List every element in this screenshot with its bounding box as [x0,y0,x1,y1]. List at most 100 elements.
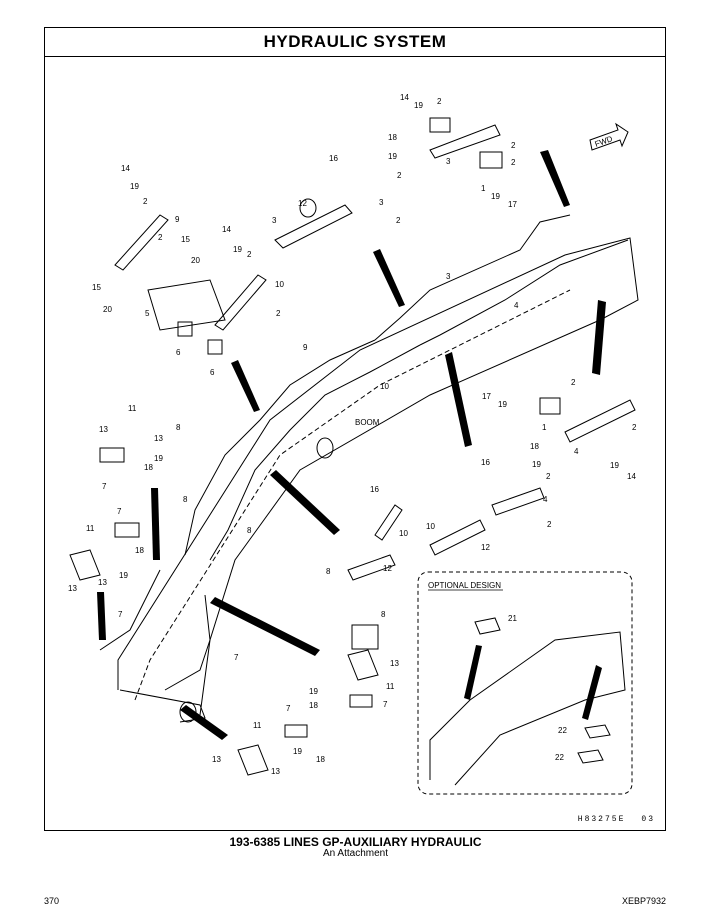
callout-13: 13 [154,434,163,443]
wedge-9 [97,592,106,640]
callout-2: 2 [158,233,163,242]
callout-8: 8 [326,567,331,576]
wedge-6 [270,470,340,535]
callout-18: 18 [135,546,144,555]
callout-2: 2 [437,97,442,106]
hose-left [99,569,161,651]
callout-7: 7 [383,700,388,709]
callout-3: 3 [272,216,277,225]
block-6a [177,321,193,337]
callout-22: 22 [558,726,567,735]
callout-11: 11 [128,404,137,413]
callout-14: 14 [627,472,636,481]
callout-18: 18 [530,442,539,451]
callout-13: 13 [99,425,108,434]
callout-19: 19 [119,571,128,580]
callout-3: 3 [446,157,451,166]
callout-8: 8 [381,610,386,619]
wedge-1 [540,150,570,207]
wedge-10 [180,705,228,740]
callout-19: 19 [293,747,302,756]
callout-18: 18 [309,701,318,710]
tube-10-center [374,504,403,541]
bracket-13-bottom [237,744,269,776]
title-bar: HYDRAULIC SYSTEM [45,28,665,57]
callout-13: 13 [212,755,221,764]
callout-16: 16 [329,154,338,163]
callout-19: 19 [491,192,500,201]
callout-13: 13 [271,767,280,776]
coupler-7-lower [349,694,373,708]
line-4 [419,239,629,346]
callout-21: 21 [508,614,517,623]
callout-7: 7 [234,653,239,662]
callout-2: 2 [396,216,401,225]
callout-7: 7 [117,507,122,516]
callout-17: 17 [482,392,491,401]
callout-8: 8 [247,526,252,535]
optional-design-inset: OPTIONAL DESIGN [417,571,633,795]
block-6b [207,339,223,355]
callout-13: 13 [98,578,107,587]
drawing-number: H83275E [577,815,626,824]
callout-11: 11 [253,721,262,730]
page-number: 370 [44,896,60,906]
callout-10: 10 [275,280,284,289]
callout-2: 2 [547,520,552,529]
optional-design-label: OPTIONAL DESIGN [428,581,501,590]
tube-10-lower [429,519,486,556]
callout-18: 18 [316,755,325,764]
callout-20: 20 [191,256,200,265]
callout-2: 2 [546,472,551,481]
callout-1: 1 [481,184,486,193]
document-code: XEBP7932 [621,896,666,906]
callout-4: 4 [514,301,519,310]
callout-3: 3 [379,198,384,207]
callout-8: 8 [183,495,188,504]
callout-2: 2 [632,423,637,432]
inset-clip-22a [584,724,611,739]
boom-label: BOOM [355,418,380,427]
bracket-13-left [69,549,101,581]
callout-9: 9 [303,343,308,352]
mount-plate-5 [147,279,226,331]
callout-11: 11 [86,524,95,533]
callout-19: 19 [610,461,619,470]
coupler-7-bottom [284,724,308,738]
callout-2: 2 [511,158,516,167]
callout-18: 18 [144,463,153,472]
fwd-arrow: FWD [589,122,629,151]
boom-foot-pin [179,701,197,723]
callout-10: 10 [399,529,408,538]
callout-11: 11 [386,682,395,691]
callout-3: 3 [446,272,451,281]
callout-1: 1 [542,423,547,432]
callout-10: 10 [426,522,435,531]
callout-19: 19 [532,460,541,469]
wedge-12 [582,665,602,720]
callout-19: 19 [154,454,163,463]
page-title: HYDRAULIC SYSTEM [263,32,447,51]
leader-wedges [97,150,606,740]
callout-19: 19 [388,152,397,161]
coupler-7-mid [114,522,140,538]
bracket-13-lower [347,649,379,681]
tube-4-lower [491,487,545,516]
flange-12 [299,198,317,218]
callout-2: 2 [571,378,576,387]
callout-15: 15 [181,235,190,244]
inset-boom [429,631,626,786]
callout-group: 14 19 2 18 19 2 2 3 1 19 17 16 2 3 12 2 … [68,93,637,776]
line-10 [209,344,421,561]
callout-4: 4 [543,495,548,504]
tube-10 [214,274,267,331]
callout-13: 13 [390,659,399,668]
block-top [479,151,503,169]
coupler-7-left [99,447,125,463]
callout-12: 12 [298,199,307,208]
callout-2: 2 [397,171,402,180]
fwd-label: FWD [594,134,614,149]
callout-7: 7 [286,704,291,713]
